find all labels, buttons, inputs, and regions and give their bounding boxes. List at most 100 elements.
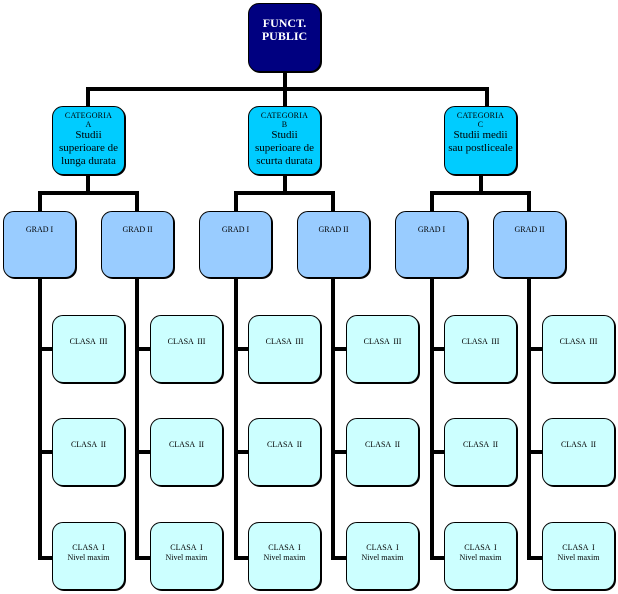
- connector-cat-b-grade-bar: [234, 191, 335, 195]
- clasa-label: CLASA III: [69, 337, 108, 346]
- category-c-desc-1: Studii medii: [453, 129, 508, 141]
- category-c-code: CATEGORIA: [456, 111, 505, 120]
- connector-cat-a-down: [86, 175, 90, 194]
- spine-b-g2: [331, 278, 335, 560]
- clasa-label: CLASA III: [363, 337, 402, 346]
- clasa-2-node: CLASA II: [542, 418, 615, 486]
- connector-c-g2-up: [527, 191, 531, 211]
- stub: [234, 347, 248, 351]
- clasa-3-node: CLASA III: [346, 315, 419, 383]
- clasa-2-node: CLASA II: [150, 418, 223, 486]
- connector-cat-b-down: [283, 175, 287, 194]
- stub: [527, 556, 542, 560]
- clasa-sublabel: Nivel maxim: [165, 553, 208, 562]
- clasa-label: CLASA I: [366, 543, 399, 552]
- category-b-node: CATEGORIA B Studii superioare de scurta …: [248, 106, 321, 175]
- stub: [38, 347, 52, 351]
- clasa-3-node: CLASA III: [150, 315, 223, 383]
- grade-c-2-node: GRAD II: [493, 211, 566, 278]
- connector-a-g2-up: [135, 191, 139, 211]
- stub: [527, 450, 542, 454]
- clasa-2-node: CLASA II: [248, 418, 321, 486]
- clasa-2-node: CLASA II: [444, 418, 517, 486]
- grade-label: GRAD I: [25, 225, 54, 234]
- connector-cat-c-grade-bar: [430, 191, 531, 195]
- connector-cat-c-up: [485, 87, 489, 106]
- clasa-label: CLASA I: [562, 543, 595, 552]
- category-c-letter: C: [477, 120, 484, 129]
- connector-cat-b-up: [283, 87, 287, 106]
- grade-label: GRAD II: [514, 225, 545, 234]
- connector-cat-a-up: [86, 87, 90, 106]
- category-c-desc-2: sau postliceale: [448, 142, 513, 154]
- category-b-desc-1: Studii: [271, 129, 298, 141]
- clasa-label: CLASA II: [70, 440, 107, 449]
- category-a-node: CATEGORIA A Studii superioare de lunga d…: [52, 106, 125, 175]
- clasa-label: CLASA III: [559, 337, 598, 346]
- clasa-2-node: CLASA II: [52, 418, 125, 486]
- category-a-letter: A: [85, 120, 92, 129]
- connector-category-bar: [86, 87, 489, 91]
- grade-a-1-node: GRAD I: [3, 211, 76, 278]
- clasa-label: CLASA III: [167, 337, 206, 346]
- spine-a-g2: [135, 278, 139, 560]
- clasa-label: CLASA I: [72, 543, 105, 552]
- clasa-sublabel: Nivel maxim: [557, 553, 600, 562]
- category-b-code: CATEGORIA: [260, 111, 309, 120]
- stub: [430, 347, 444, 351]
- clasa-label: CLASA III: [461, 337, 500, 346]
- connector-a-g1-up: [38, 191, 42, 211]
- clasa-2-node: CLASA II: [346, 418, 419, 486]
- connector-cat-c-down: [479, 175, 483, 194]
- grade-b-1-node: GRAD I: [199, 211, 272, 278]
- root-label-line1: FUNCT.: [262, 16, 307, 30]
- clasa-sublabel: Nivel maxim: [361, 553, 404, 562]
- connector-root-down: [283, 72, 287, 91]
- connector-cat-a-grade-bar: [38, 191, 139, 195]
- grade-label: GRAD II: [122, 225, 153, 234]
- clasa-sublabel: Nivel maxim: [67, 553, 110, 562]
- connector-c-g1-up: [430, 191, 434, 211]
- grade-label: GRAD I: [417, 225, 446, 234]
- spine-c-g2: [527, 278, 531, 560]
- grade-b-2-node: GRAD II: [297, 211, 370, 278]
- stub: [234, 450, 248, 454]
- grade-label: GRAD I: [221, 225, 250, 234]
- grade-c-1-node: GRAD I: [395, 211, 468, 278]
- category-a-desc-2: superioare de: [59, 142, 118, 154]
- grade-a-2-node: GRAD II: [101, 211, 174, 278]
- connector-b-g1-up: [234, 191, 238, 211]
- clasa-label: CLASA I: [464, 543, 497, 552]
- stub: [527, 347, 542, 351]
- stub: [331, 450, 346, 454]
- clasa-3-node: CLASA III: [444, 315, 517, 383]
- clasa-3-node: CLASA III: [52, 315, 125, 383]
- stub: [331, 556, 346, 560]
- clasa-sublabel: Nivel maxim: [459, 553, 502, 562]
- clasa-label: CLASA II: [266, 440, 303, 449]
- category-a-desc-1: Studii: [75, 129, 102, 141]
- connector-b-g2-up: [331, 191, 335, 211]
- stub: [135, 347, 150, 351]
- clasa-label: CLASA I: [170, 543, 203, 552]
- clasa-label: CLASA II: [462, 440, 499, 449]
- spine-c-g1: [430, 278, 434, 560]
- category-c-node: CATEGORIA C Studii medii sau postliceale: [444, 106, 517, 175]
- stub: [234, 556, 248, 560]
- stub: [38, 450, 52, 454]
- clasa-3-node: CLASA III: [542, 315, 615, 383]
- category-a-code: CATEGORIA: [64, 111, 113, 120]
- stub: [430, 450, 444, 454]
- clasa-sublabel: Nivel maxim: [263, 553, 306, 562]
- category-b-desc-2: superioare de: [255, 142, 314, 154]
- clasa-label: CLASA II: [560, 440, 597, 449]
- category-b-desc-3: scurta durata: [256, 155, 313, 167]
- clasa-label: CLASA II: [168, 440, 205, 449]
- clasa-label: CLASA I: [268, 543, 301, 552]
